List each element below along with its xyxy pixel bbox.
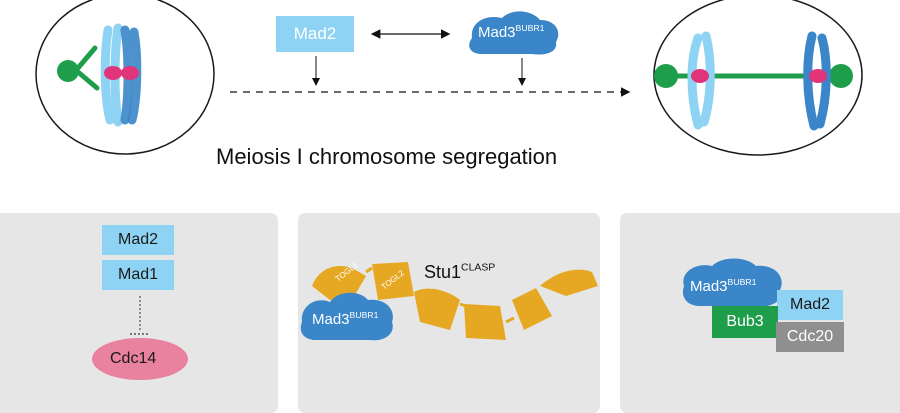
left-chromosome-pair	[100, 23, 142, 127]
top-mad3-sup: BUBR1	[515, 22, 545, 33]
right-mad2-label: Mad2	[789, 296, 831, 313]
right-bub3-box: Bub3	[712, 306, 778, 338]
right-mad3-text: Mad3	[690, 278, 728, 295]
right-cell	[653, 0, 863, 156]
caption: Meiosis I chromosome segregation	[216, 144, 558, 169]
left-centromere-b	[121, 66, 139, 80]
left-centromere-a	[104, 66, 122, 80]
top-mad2-box: Mad2	[276, 16, 354, 52]
left-mad1-box: Mad1	[102, 260, 174, 290]
left-mad2-box: Mad2	[102, 225, 174, 255]
right-chromosome-left	[687, 31, 715, 130]
right-pole-right	[829, 64, 853, 88]
right-chromosome-right	[803, 31, 831, 131]
right-mad2-box: Mad2	[777, 290, 843, 320]
right-bub3-label: Bub3	[726, 313, 764, 330]
right-cdc20-label: Cdc20	[786, 328, 834, 345]
diagram-canvas: TOGL1 TOGL2	[35, 0, 863, 380]
stu1-chain	[312, 262, 598, 340]
top-mad3-text: Mad3	[478, 24, 516, 41]
right-mad3-label: Mad3BUBR1	[690, 278, 757, 295]
middle-mad3-sup: BUBR1	[349, 309, 379, 320]
right-mad3-sup: BUBR1	[727, 276, 757, 287]
left-spindle-pole	[57, 45, 100, 91]
middle-mad3-blob	[300, 292, 393, 341]
right-cdc20-box: Cdc20	[776, 322, 844, 352]
top-mad2-label: Mad2	[293, 24, 337, 43]
top-mad3-blob	[469, 11, 559, 55]
stu1-label: Stu1CLASP	[424, 262, 495, 283]
middle-mad3-label: Mad3BUBR1	[312, 311, 379, 328]
cdc14-ellipse	[92, 338, 188, 380]
left-cell	[35, 0, 215, 155]
right-pole-left	[654, 64, 678, 88]
left-mad2-label: Mad2	[117, 231, 159, 248]
right-mad3-blob	[682, 258, 782, 307]
left-mad1-label: Mad1	[117, 266, 159, 283]
stu1-text: Stu1	[424, 262, 462, 282]
middle-mad3-text: Mad3	[312, 311, 350, 328]
stu1-sup: CLASP	[461, 262, 496, 274]
top-mad3-label: Mad3BUBR1	[478, 24, 545, 41]
cdc14-label: Cdc14	[110, 350, 157, 367]
